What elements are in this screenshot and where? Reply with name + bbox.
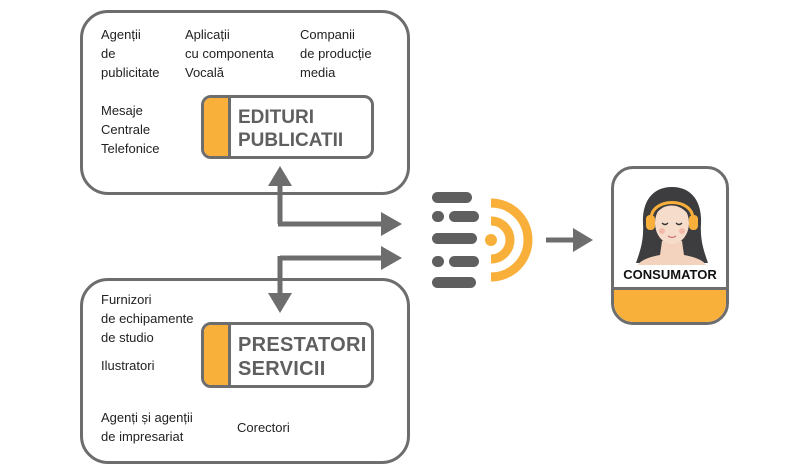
publishers-card-title: EDITURI PUBLICATII <box>238 107 344 151</box>
arrow-right-from-service-providers <box>381 246 402 270</box>
label-illustrators: Ilustratori <box>101 358 155 373</box>
arrow-up-to-publishers <box>268 166 292 186</box>
consumer-label: CONSUMATOR <box>623 267 717 282</box>
service-providers-card-accent <box>204 325 231 385</box>
label-studio-equipment: Furnizori de echipamente de studio <box>101 292 194 345</box>
label-call-center-messages: Mesaje Centrale Telefonice <box>101 103 160 156</box>
service-providers-card: PRESTATORI SERVICII <box>201 322 374 388</box>
label-media-production: Companii de producție media <box>300 27 372 80</box>
service-providers-connector <box>277 255 385 302</box>
label-talent-agencies: Agenți și agenții de impresariat <box>101 410 193 444</box>
label-advertising-agencies: Agenții de publicitate <box>101 27 160 80</box>
label-proofreaders: Corectori <box>237 420 290 435</box>
consumer-card-accent <box>614 287 726 322</box>
arrow-to-consumer-head <box>573 228 593 252</box>
arrow-right-from-publishers <box>381 212 402 236</box>
arrow-down-to-service-providers <box>268 293 292 313</box>
publishers-card: EDITURI PUBLICATII <box>201 95 374 159</box>
audio-stream-icon <box>432 192 533 288</box>
service-providers-card-title: PRESTATORI SERVICII <box>238 334 367 380</box>
publishers-card-accent <box>204 98 231 156</box>
publishers-connector <box>277 176 385 227</box>
consumer-card: CONSUMATOR <box>611 166 729 325</box>
label-voice-apps: Aplicații cu componenta Vocală <box>185 27 274 80</box>
listener-avatar-icon <box>636 187 708 265</box>
